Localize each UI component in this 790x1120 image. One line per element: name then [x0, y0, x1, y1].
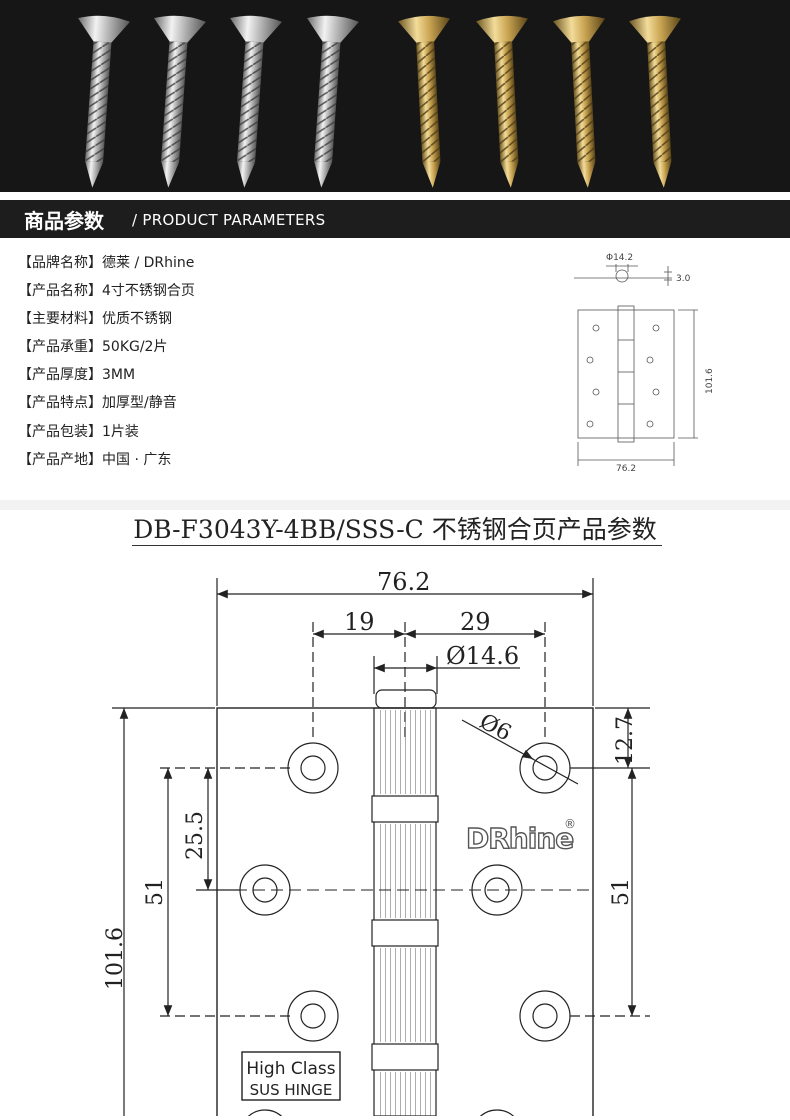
brand-registered-mark: ® — [564, 817, 576, 831]
hole — [287, 742, 339, 794]
hinge-technical-drawing: 76.2 19 29 Ø14.6 — [0, 560, 790, 1120]
dim-knuckle-diameter: Ø14.6 — [446, 642, 519, 670]
silver-screw — [66, 14, 131, 190]
mini-dim-width: 76.2 — [616, 464, 636, 474]
dim-hole-pitch: 25.5 — [183, 811, 208, 860]
parameter-value: 3MM — [102, 367, 136, 384]
parameter-value: 50KG/2片 — [102, 339, 168, 356]
parameter-value: 德莱 / DRhine — [102, 255, 195, 271]
dim-top-offset: 12.7 — [613, 716, 638, 765]
divider — [0, 192, 790, 200]
hole — [287, 990, 339, 1042]
parameter-row: 【产品承重】50KG/2片 — [18, 336, 195, 364]
parameter-list: 【品牌名称】德莱 / DRhine 【产品名称】4寸不锈钢合页 【主要材料】优质… — [18, 252, 195, 477]
title-underline — [132, 545, 662, 546]
dim-right-span: 51 — [609, 878, 634, 906]
parameter-value: 加厚型/静音 — [102, 395, 177, 412]
section-subtitle: / PRODUCT PARAMETERS — [132, 211, 326, 229]
silver-screw — [142, 14, 207, 190]
parameter-value: 优质不锈钢 — [102, 311, 172, 328]
dim-right-offset: 29 — [460, 608, 491, 636]
gold-screw — [397, 14, 459, 190]
parameter-value: 1片装 — [102, 423, 139, 440]
parameter-label: 【品牌名称】 — [18, 255, 102, 271]
parameter-label: 【主要材料】 — [18, 311, 102, 328]
parameter-value: 中国 · 广东 — [102, 451, 172, 468]
parameter-row: 【产品包装】1片装 — [18, 421, 195, 449]
dim-hole-diameter: Ø6 — [475, 709, 515, 746]
gold-screw — [628, 14, 690, 190]
mini-dim-diameter: Φ14.2 — [606, 253, 633, 263]
parameter-row: 【主要材料】优质不锈钢 — [18, 308, 195, 336]
gold-screw — [475, 14, 537, 190]
parameter-label: 【产品包装】 — [18, 423, 102, 440]
section-header: 商品参数 / PRODUCT PARAMETERS — [0, 200, 790, 238]
section-title: 商品参数 — [24, 209, 104, 233]
parameter-row: 【产品产地】中国 · 广东 — [18, 449, 195, 477]
parameter-row: 【产品特点】加厚型/静音 — [18, 392, 195, 420]
parameter-label: 【产品产地】 — [18, 451, 102, 468]
hole — [244, 1109, 286, 1120]
hole — [519, 990, 571, 1042]
mini-dim-thickness: 3.0 — [676, 274, 691, 284]
parameter-label: 【产品承重】 — [18, 339, 102, 356]
parameter-row: 【产品厚度】3MM — [18, 364, 195, 392]
screws-photo — [0, 0, 790, 192]
hole — [519, 742, 571, 794]
brand-logo: DRhine — [466, 822, 573, 855]
badge-line-1: High Class — [246, 1059, 335, 1079]
parameter-value: 4寸不锈钢合页 — [102, 283, 195, 300]
mini-dim-height: 101.6 — [705, 368, 715, 394]
gold-screw — [552, 14, 614, 190]
dim-width: 76.2 — [377, 568, 430, 596]
hole — [476, 1109, 518, 1120]
badge-line-2: SUS HINGE — [250, 1081, 333, 1099]
drawing-title: DB-F3043Y-4BB/SSS-C 不锈钢合页产品参数 — [133, 515, 657, 544]
dim-left-offset: 19 — [344, 608, 375, 636]
silver-screw — [295, 14, 360, 190]
parameter-label: 【产品特点】 — [18, 395, 102, 412]
dim-left-span: 51 — [143, 878, 168, 906]
parameter-row: 【产品名称】4寸不锈钢合页 — [18, 280, 195, 308]
hole — [471, 864, 523, 916]
parameter-label: 【产品名称】 — [18, 283, 102, 300]
parameter-row: 【品牌名称】德莱 / DRhine — [18, 252, 195, 280]
dim-height: 101.6 — [103, 927, 128, 990]
section-gap — [0, 500, 790, 510]
parameter-label: 【产品厚度】 — [18, 367, 102, 384]
hinge-mini-drawing: Φ14.2 3.0 101.6 76.2 — [560, 244, 730, 478]
silver-screw — [218, 14, 283, 190]
